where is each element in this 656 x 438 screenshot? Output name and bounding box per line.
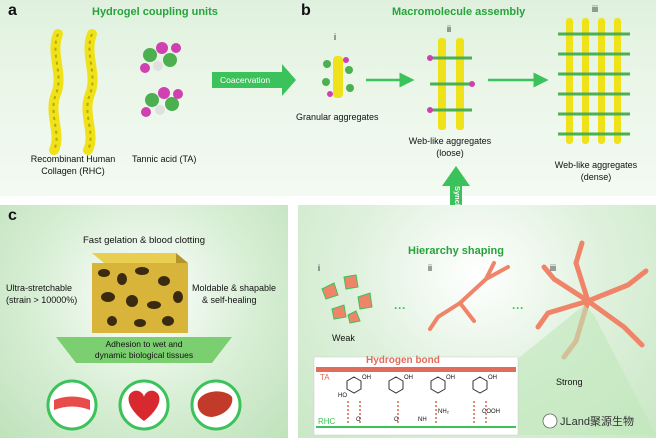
- adhesion-line2: dynamic biological tissues: [94, 350, 194, 360]
- loose-web-graphic: [427, 38, 475, 130]
- fast-gelation-label: Fast gelation & blood clotting: [83, 235, 205, 246]
- granular-aggregates-label: Granular aggregates: [296, 112, 379, 122]
- watermark-text: JLand聚源生物: [560, 416, 634, 428]
- properties-graphics: [46, 253, 242, 431]
- dense-web-label-line2: (dense): [580, 172, 612, 182]
- panel-b-heading: Macromolecule assembly: [392, 6, 526, 18]
- moldable-line1: Moldable & shapable: [192, 283, 277, 293]
- hydrogel-block-graphic: [92, 253, 188, 333]
- ta-label: Tannic acid (TA): [132, 154, 197, 164]
- branched-network-graphic: [428, 261, 510, 331]
- collagen-helix-graphic: [48, 29, 98, 155]
- loose-web-label-line1: Web-like aggregates: [408, 136, 492, 146]
- rhc-label-line1: Recombinant Human: [30, 154, 116, 164]
- dense-web-graphic: [558, 18, 630, 144]
- dense-web-label-line1: Web-like aggregates: [554, 160, 638, 170]
- oh-label-3: OH: [446, 375, 455, 381]
- oh-label-4: OH: [488, 375, 497, 381]
- panel-b-letter: b: [301, 2, 311, 19]
- cooh-label: COOH: [482, 409, 500, 415]
- o-label-1: O: [356, 417, 361, 423]
- granular-aggregate-graphic: [322, 56, 354, 98]
- panel-a-heading: Hydrogel coupling units: [92, 6, 218, 18]
- panel-hierarchy: Hierarchy shaping i ii iii ··· ··· Weak …: [298, 205, 656, 438]
- oh-label-1: OH: [362, 375, 371, 381]
- stage-iii-label: iii: [592, 4, 598, 14]
- rhc-label-line2: Collagen (RHC): [41, 166, 105, 176]
- assembly-graphics: [48, 18, 630, 155]
- o-label-2: O: [394, 417, 399, 423]
- hydrogen-bond-label: Hydrogen bond: [366, 355, 440, 366]
- panel-a-letter: a: [8, 2, 17, 19]
- stage-i-label: i: [334, 32, 336, 42]
- loose-web-label-line2: (loose): [436, 148, 464, 158]
- hierarchy-heading: Hierarchy shaping: [408, 245, 504, 257]
- moldable-line2: & self-healing: [202, 295, 257, 305]
- dots-1: ···: [394, 301, 406, 315]
- stage-ii-label: ii: [447, 24, 451, 34]
- nh-label: NH: [418, 417, 427, 423]
- panel-c-letter: c: [8, 207, 17, 224]
- ho-label-1: HO: [338, 393, 347, 399]
- oh-label-2: OH: [404, 375, 413, 381]
- dots-2: ···: [512, 301, 524, 315]
- hier-stage-ii: ii: [428, 263, 432, 273]
- tannic-acid-graphic: [140, 42, 183, 117]
- adhesion-line1: Adhesion to wet and: [105, 339, 183, 349]
- weak-fragments-graphic: [321, 274, 373, 324]
- nh2-label: NH₂: [438, 409, 449, 415]
- strong-label: Strong: [556, 377, 583, 387]
- zoom-wedge: [498, 305, 656, 435]
- hier-stage-i: i: [318, 263, 320, 273]
- adhesion-banner: [56, 337, 232, 363]
- tissue-icons: [46, 379, 242, 431]
- ultra-stretchable-line1: Ultra-stretchable: [6, 283, 73, 293]
- panel-assembly: a Hydrogel coupling units b Macromolecul…: [0, 0, 656, 196]
- ultra-stretchable-line2: (strain > 10000%): [6, 295, 78, 305]
- coacervation-label: Coacervation: [220, 75, 271, 85]
- panel-properties: c Fast gelation & blood clotting Ultra-s…: [0, 205, 288, 438]
- hierarchy-graphics: [313, 240, 656, 436]
- watermark-icon: [542, 413, 558, 429]
- hydrogen-bond-diagram: [313, 356, 519, 436]
- ta-row-label: TA: [320, 373, 330, 382]
- coacervation-arrow: [212, 64, 296, 96]
- weak-label: Weak: [332, 333, 355, 343]
- rhc-row-label: RHC: [318, 417, 336, 426]
- hier-stage-iii: iii: [550, 263, 556, 273]
